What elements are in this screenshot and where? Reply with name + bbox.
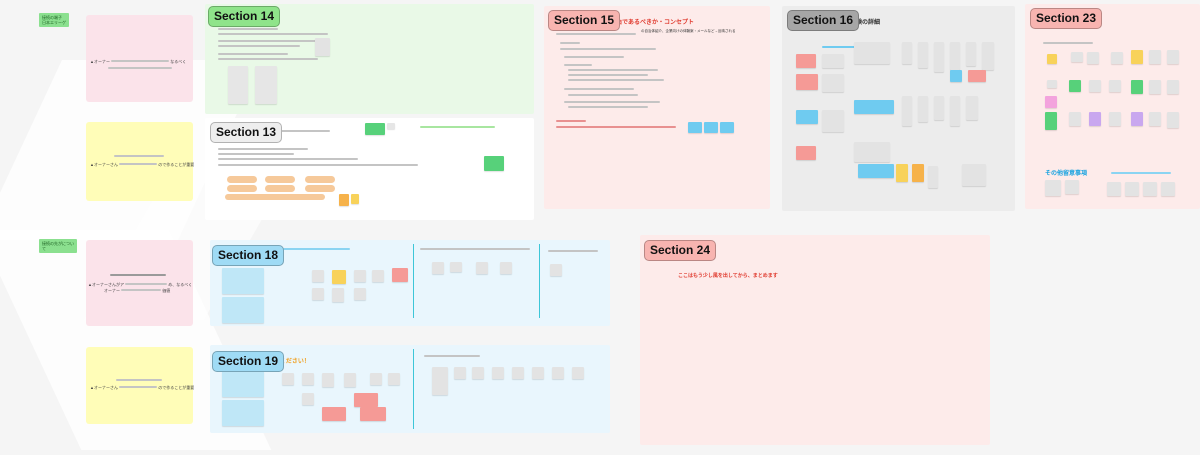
- card-text: ▲オーナー: [90, 59, 110, 64]
- section-note: ここはもう少し風を出してから、まとめます: [678, 273, 778, 279]
- section-heading: 自由であるべきか・コンセプト: [610, 20, 694, 26]
- card-text: ので作ることが重要: [158, 162, 195, 167]
- section-heading: その他留意事項: [1045, 171, 1088, 177]
- section-23[interactable]: その他留意事項: [1025, 4, 1200, 209]
- section-label[interactable]: Section 18: [212, 245, 285, 266]
- flow-pill: [227, 185, 257, 192]
- card-text: オーナー: [104, 288, 120, 293]
- card-text: ▲オーナーさん: [90, 385, 118, 390]
- card-text: ▲オーナーさん: [90, 162, 118, 167]
- section-label[interactable]: Section 13: [210, 122, 283, 143]
- topic-card-4[interactable]: ▲オーナーさん ので作ることが重要: [86, 347, 195, 424]
- card-text: ▲オーナーさんがア: [88, 282, 124, 287]
- section-16[interactable]: 体験の詳細: [782, 6, 1015, 211]
- section-24[interactable]: ここはもう少し風を出してから、まとめます: [640, 235, 990, 445]
- topic-tag-text: 接続の端子: [42, 15, 62, 20]
- topic-tag-text: 接続の先がについ: [42, 241, 74, 246]
- flow-pill: [305, 185, 335, 192]
- section-18[interactable]: [210, 240, 610, 326]
- topic-tag-text: て: [42, 246, 46, 251]
- section-heading: 体験の詳細: [850, 20, 881, 26]
- flow-pill: [265, 176, 295, 183]
- section-15[interactable]: 自由であるべきか・コンセプト の自治体紹介、企業向けの体験案・メールなど→反映さ…: [544, 6, 770, 209]
- section-label[interactable]: Section 24: [644, 240, 717, 261]
- topic-tag-text: 日本エリーゲ: [42, 20, 66, 25]
- card-text: 価値: [162, 288, 171, 293]
- topic-card-3[interactable]: ▲オーナーさんがア め、なるべく オーナー 価値: [86, 240, 193, 326]
- topic-tag-2[interactable]: 接続の先がについ て: [39, 239, 77, 253]
- topic-tag-1[interactable]: 接続の端子 日本エリーゲ: [39, 13, 69, 27]
- topic-card-2[interactable]: ▲オーナーさん ので作ることが重要: [86, 122, 195, 201]
- flow-pill: [225, 194, 325, 200]
- section-label[interactable]: Section 15: [548, 10, 621, 31]
- flow-pill: [227, 176, 257, 183]
- flow-pill: [265, 185, 295, 192]
- section-label[interactable]: Section 14: [208, 6, 281, 27]
- card-text: ので作ることが重要: [158, 385, 195, 390]
- section-label[interactable]: Section 19: [212, 351, 285, 372]
- flow-pill: [305, 176, 335, 183]
- section-subtext: の自治体紹介、企業向けの体験案・メールなど→反映される: [641, 29, 736, 33]
- section-label[interactable]: Section 16: [787, 10, 860, 31]
- card-text: め、なるべく: [168, 282, 193, 287]
- section-label[interactable]: Section 23: [1030, 8, 1103, 29]
- topic-card-1[interactable]: ▲オーナー なるべく: [86, 15, 193, 102]
- section-13[interactable]: [205, 118, 534, 220]
- section-heading: てください！: [274, 359, 310, 365]
- card-text: なるべく: [170, 59, 187, 64]
